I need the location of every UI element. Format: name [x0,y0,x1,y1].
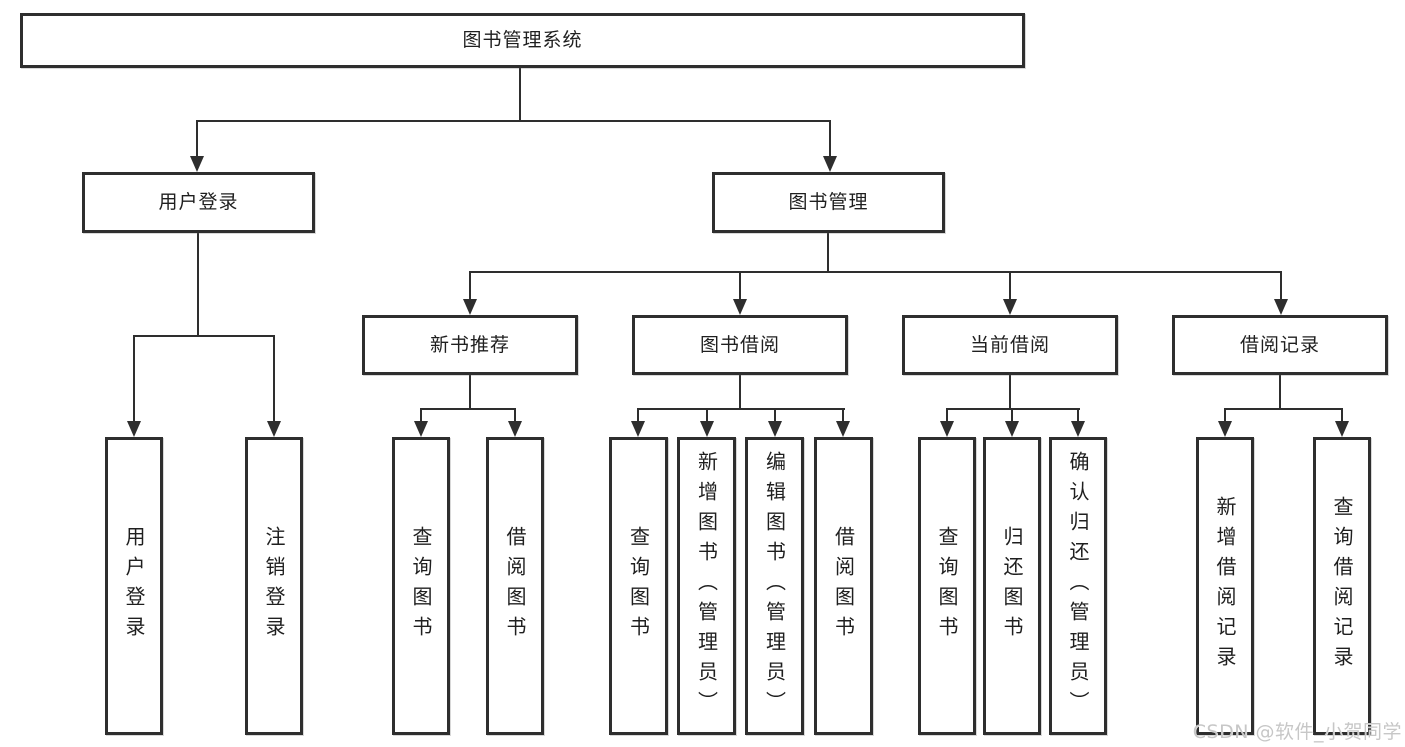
node-label: 新增图书（管理员） [694,451,719,721]
connector-line [946,408,1080,410]
arrow-down-icon [1005,421,1019,437]
arrow-down-icon [127,421,141,437]
node-leaf-return-books: 归还图书 [983,437,1041,735]
arrow-shaft [1280,271,1282,301]
arrow-shaft [273,335,275,423]
node-label: 用户登录 [122,526,146,646]
arrow-shaft [1011,408,1013,423]
node-borrowing-records: 借阅记录 [1172,315,1388,375]
connector-line [739,375,741,410]
node-leaf-user-login: 用户登录 [105,437,163,735]
arrow-shaft [774,408,776,423]
node-leaf-query-borrow-record: 查询借阅记录 [1313,437,1371,735]
node-label: 查询图书 [626,526,651,646]
node-leaf-query-books-recommend: 查询图书 [392,437,450,735]
node-leaf-logout: 注销登录 [245,437,303,735]
node-label: 借阅图书 [831,526,856,646]
arrow-shaft [739,271,741,301]
arrow-down-icon [1003,299,1017,315]
arrow-shaft [706,408,708,423]
arrow-shaft [1224,408,1226,423]
node-leaf-add-borrow-record: 新增借阅记录 [1196,437,1254,735]
node-leaf-query-books-current: 查询图书 [918,437,976,735]
arrow-down-icon [1218,421,1232,437]
node-label: 借阅图书 [503,526,527,646]
node-label: 借阅记录 [1239,333,1320,356]
arrow-down-icon [190,156,204,172]
node-book-borrowing: 图书借阅 [632,315,848,375]
connector-line [638,408,845,410]
arrow-down-icon [267,421,281,437]
arrow-shaft [1341,408,1343,423]
connector-line [827,233,829,273]
node-leaf-edit-books-admin: 编辑图书（管理员） [745,437,804,735]
connector-line [469,271,1282,273]
arrow-shaft [196,120,198,158]
node-label: 图书管理系统 [462,29,583,52]
node-leaf-borrow-books-borrowing: 借阅图书 [814,437,873,735]
connector-line [519,68,521,122]
arrow-shaft [1077,408,1079,423]
node-label: 当前借阅 [969,333,1050,356]
arrow-shaft [133,335,135,423]
connector-line [197,233,199,337]
node-library-system: 图书管理系统 [20,13,1025,68]
arrow-shaft [842,408,844,423]
arrow-shaft [829,120,831,158]
arrow-shaft [1009,271,1011,301]
connector-line [1009,375,1011,410]
arrow-down-icon [733,299,747,315]
node-new-book-recommend: 新书推荐 [362,315,578,375]
node-label: 用户登录 [158,191,239,214]
arrow-shaft [946,408,948,423]
connector-line [420,408,516,410]
node-leaf-query-books-borrowing: 查询图书 [609,437,668,735]
arrow-down-icon [414,421,428,437]
node-label: 查询图书 [935,526,959,646]
node-label: 新书推荐 [429,333,510,356]
arrow-down-icon [1071,421,1085,437]
csdn-watermark: CSDN @软件_小贺同学 [1192,721,1402,743]
connector-line [196,120,831,122]
arrow-down-icon [631,421,645,437]
arrow-shaft [469,271,471,301]
node-label: 新增借阅记录 [1213,496,1237,676]
arrow-shaft [514,408,516,423]
arrow-shaft [420,408,422,423]
connector-line [1224,408,1343,410]
node-label: 图书管理 [788,191,869,214]
node-label: 查询借阅记录 [1330,496,1354,676]
connector-line [469,375,471,410]
node-label: 注销登录 [262,526,286,646]
node-user-login: 用户登录 [82,172,315,233]
connector-line [1279,375,1281,410]
node-leaf-add-books-admin: 新增图书（管理员） [677,437,736,735]
arrow-down-icon [1274,299,1288,315]
node-label: 归还图书 [1000,526,1024,646]
arrow-down-icon [768,421,782,437]
node-book-management: 图书管理 [712,172,945,233]
arrow-down-icon [508,421,522,437]
node-label: 图书借阅 [699,333,780,356]
connector-line [133,335,275,337]
arrow-shaft [637,408,639,423]
arrow-down-icon [836,421,850,437]
node-label: 确认归还（管理员） [1066,451,1090,721]
node-leaf-confirm-return-admin: 确认归还（管理员） [1049,437,1107,735]
arrow-down-icon [823,156,837,172]
arrow-down-icon [940,421,954,437]
node-current-borrowing: 当前借阅 [902,315,1118,375]
node-leaf-borrow-books-recommend: 借阅图书 [486,437,544,735]
node-label: 查询图书 [409,526,433,646]
arrow-down-icon [700,421,714,437]
arrow-down-icon [1335,421,1349,437]
node-label: 编辑图书（管理员） [762,451,787,721]
arrow-down-icon [463,299,477,315]
